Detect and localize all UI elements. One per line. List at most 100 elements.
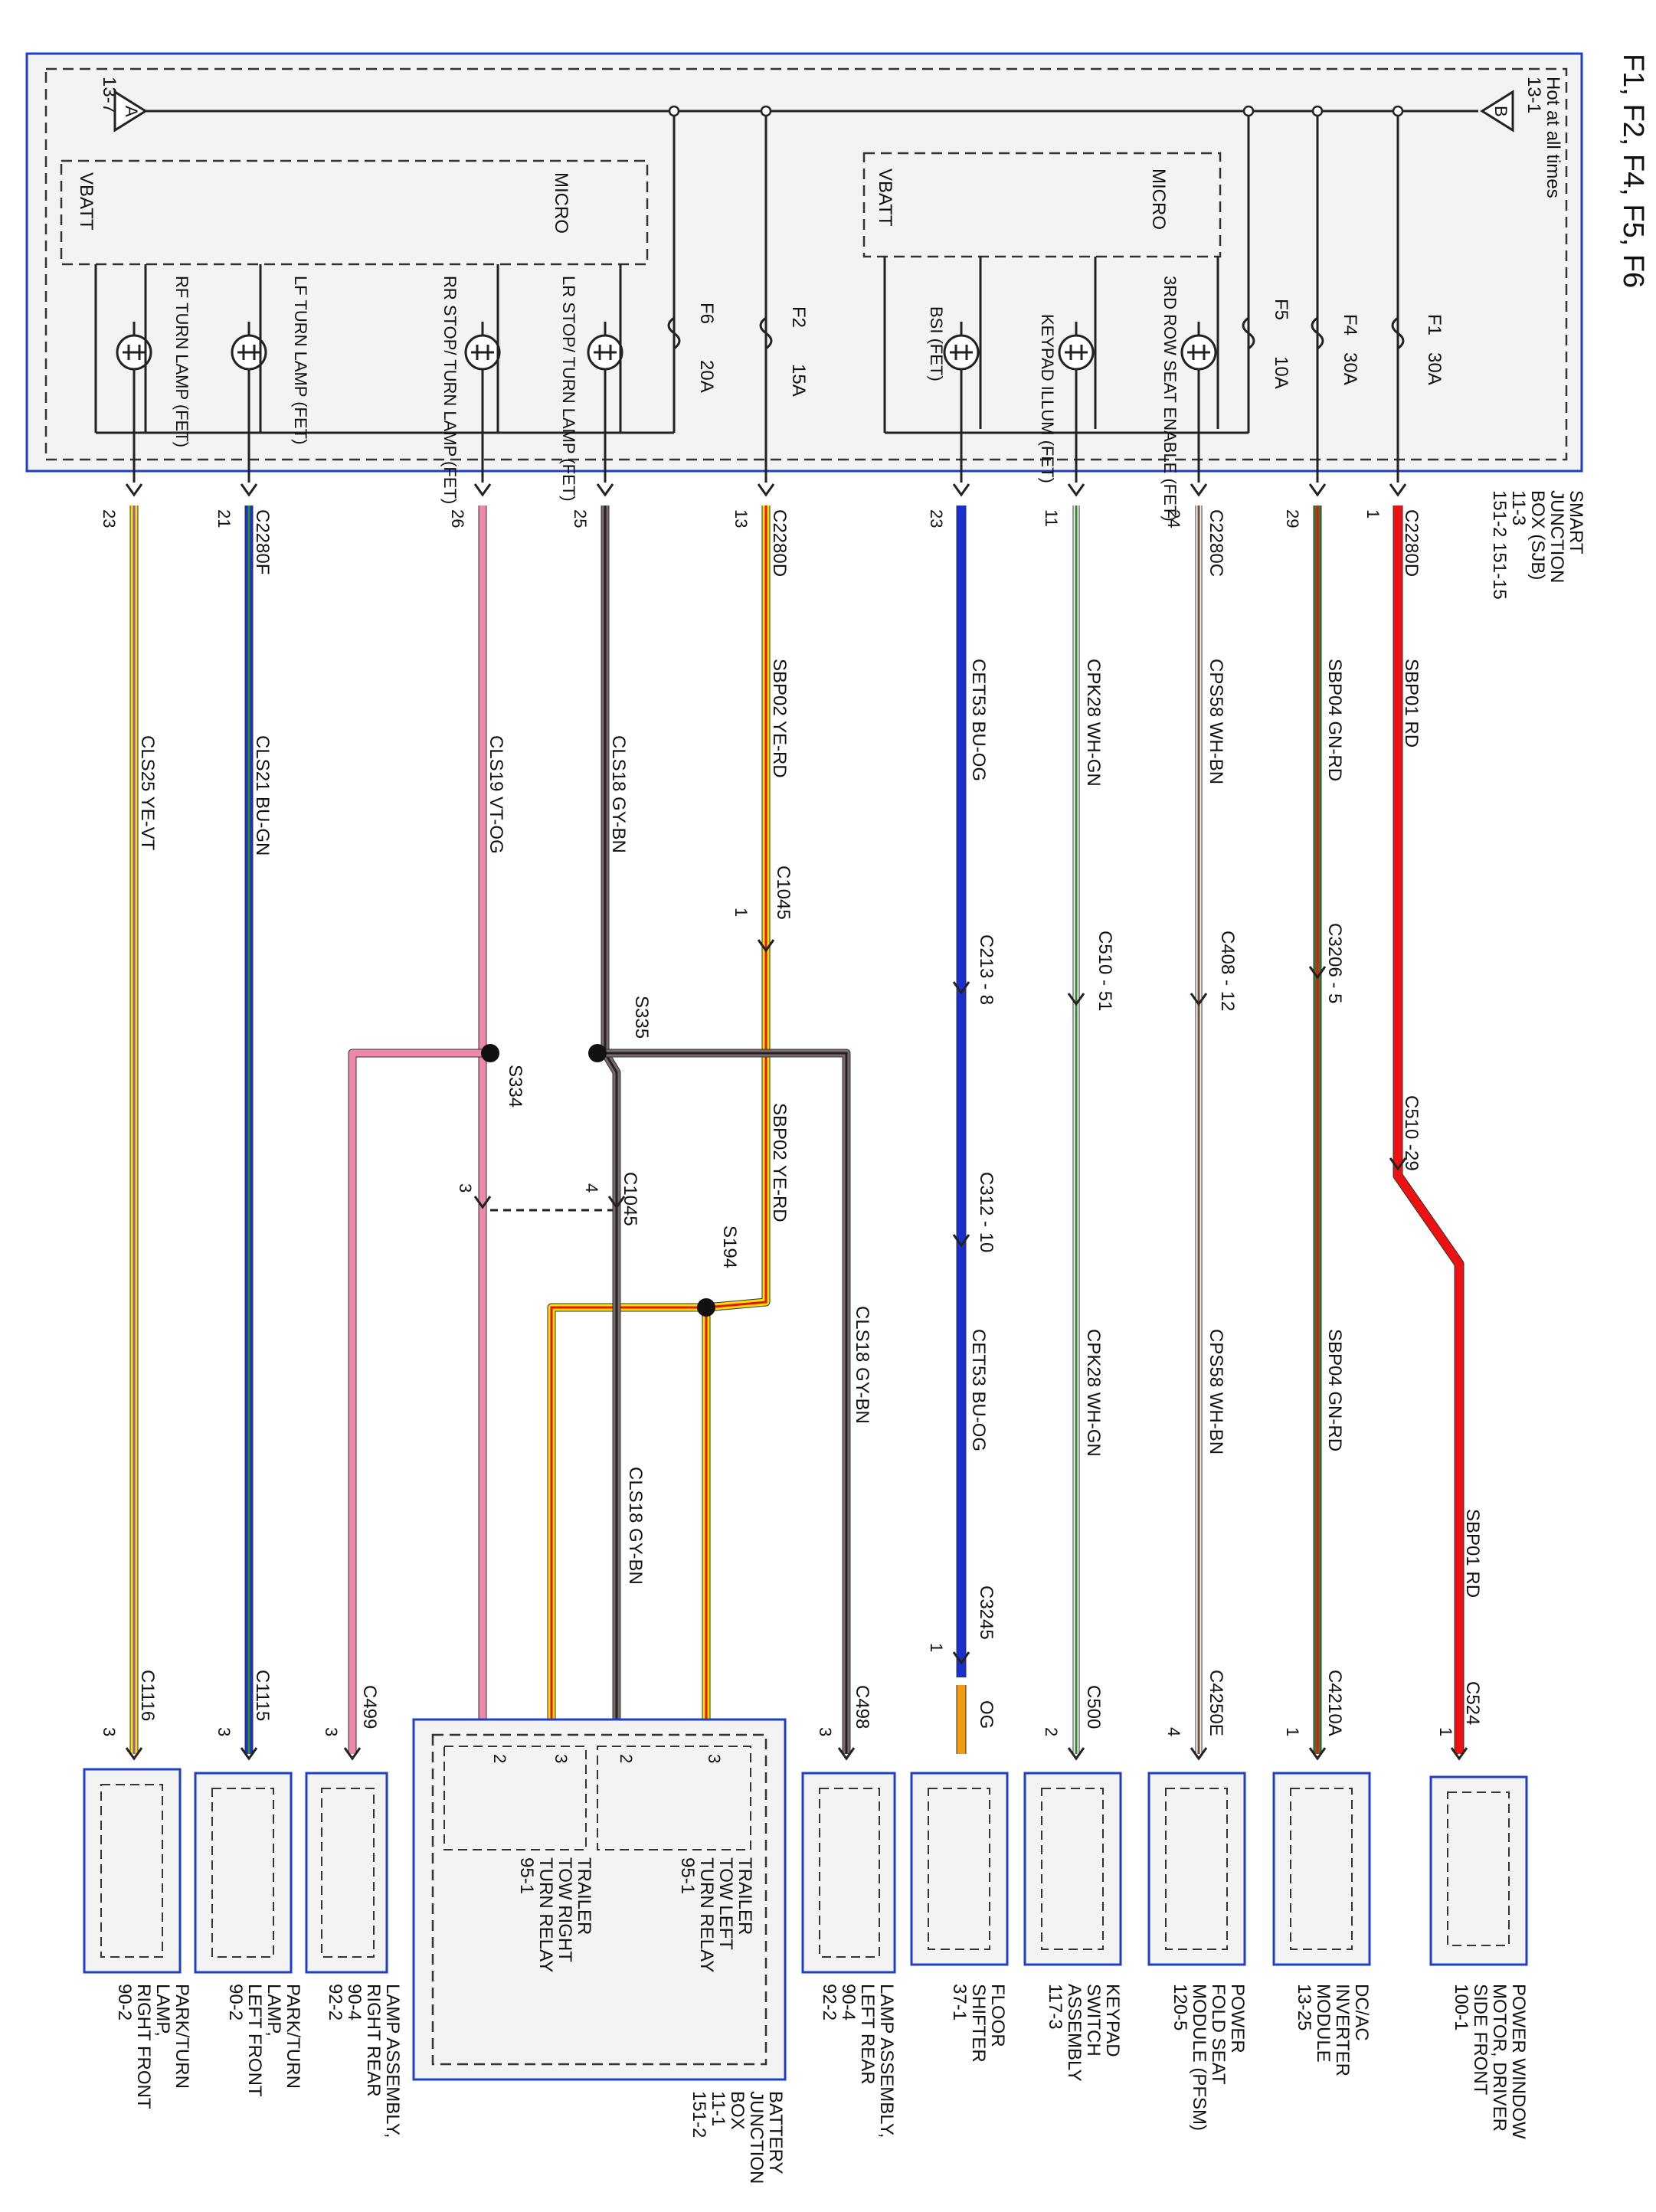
connector-b-triangle <box>1480 90 1514 133</box>
rr-name-1: RIGHT REAR <box>363 1984 384 2097</box>
wire-cps58-arrow-mid <box>1190 993 1208 1006</box>
splice-s335 <box>588 1044 607 1062</box>
fuse-f1-amps: 30A <box>1424 352 1445 385</box>
fet-rr-label: RR STOP/ TURN LAMP (FET) <box>440 276 460 504</box>
fet-lr-label: LR STOP/ TURN LAMP (FET) <box>559 276 578 502</box>
fet-lf-label: LF TURN LAMP (FET) <box>291 276 310 444</box>
svg-text:11-3: 11-3 <box>1508 490 1529 525</box>
wire-cps58-pin: 24 <box>1164 509 1183 528</box>
wire-og-label: OG <box>976 1700 997 1729</box>
wire-cls21-arrow-top <box>240 483 258 497</box>
wire-sbp02-arrow-mid <box>757 939 775 953</box>
wire-cpk28-endpin: 2 <box>1042 1727 1061 1736</box>
fet-wiring <box>133 257 1219 483</box>
kp-name-0: KEYPAD <box>1102 1984 1123 2057</box>
wire-sbp02-inline-pin: 1 <box>731 908 751 917</box>
wire-cps58-arrow-bot <box>1190 1747 1208 1761</box>
wire-sbp02-conn: C2280D <box>769 509 790 577</box>
wire-cls19-arrow-bot <box>343 1747 362 1761</box>
wire-cpk28-circuit: CPK28 WH-GN <box>1083 659 1104 787</box>
wire-sbp02-outline <box>702 506 771 1754</box>
pfsm-name-0: POWER <box>1227 1984 1248 2053</box>
wire-sbp01-pin: 1 <box>1363 509 1383 519</box>
micro-label-left: MICRO <box>551 172 571 234</box>
relay-left-1: TOW LEFT <box>715 1857 736 1950</box>
vbatt-label-right: VBATT <box>875 169 895 227</box>
lr-name-2: 90-4 <box>838 1984 859 2021</box>
wire-sbp04-circuit: SBP04 GN-RD <box>1324 659 1345 781</box>
wire-sbp04-pin: 29 <box>1283 509 1302 528</box>
fuse-symbols <box>667 316 1405 350</box>
wire-sbp04-endconn: C4210A <box>1324 1670 1345 1736</box>
wire-cls25-circuit: CLS25 YE-VT <box>137 735 158 851</box>
fuse-f4-id: F4 <box>1340 314 1360 335</box>
splice-s334-label: S334 <box>505 1065 525 1108</box>
bjb-name-0: BATTERY <box>765 2091 786 2174</box>
wire-sbp01-endconn: C524 <box>1462 1681 1483 1725</box>
wire-cls19-arrow-top <box>473 483 492 497</box>
wire-sbp04-arrow-top <box>1308 483 1327 497</box>
wire-cls18-branch <box>605 1049 850 1754</box>
fet-keypad-label: KEYPAD ILLUM (FET) <box>1038 314 1057 483</box>
wire-cls18-pin: 25 <box>571 509 590 528</box>
wire-cls18-arrow-mid <box>607 1196 626 1209</box>
wire-sbp02 <box>702 506 770 1754</box>
wire-sbp01-arrow-bot <box>1450 1747 1468 1761</box>
wire-cls21-endconn: C1115 <box>252 1670 273 1721</box>
wire-cet53-inline2: C312 - 10 <box>976 1172 997 1252</box>
connector-a-triangle <box>113 90 148 133</box>
wire-cpk28-arrow-top <box>1067 483 1085 497</box>
wire-sbp01-arrow-mid <box>1389 1157 1407 1171</box>
rr-name-3: 92-2 <box>325 1984 345 2021</box>
wire-cls18-circuit: CLS18 GY-BN <box>608 735 629 853</box>
component-floor-shifter <box>910 1772 1009 1966</box>
wire-sbp02-branch-stripe <box>550 1306 706 1754</box>
fuse-f6-amps: 20A <box>696 360 717 393</box>
relay-right-0: TRAILER <box>574 1857 594 1935</box>
relay-right-pin2: 2 <box>490 1754 509 1763</box>
wire-cls21-conn: C2280F <box>252 509 273 574</box>
wire-cls25-endconn: C1116 <box>137 1670 158 1721</box>
rf-name-3: 90-2 <box>114 1984 135 2021</box>
fuse-f5-amps: 10A <box>1271 356 1291 389</box>
vbatt-label-left: VBATT <box>76 172 97 231</box>
wire-cls19-endpin: 3 <box>322 1727 341 1736</box>
relay-left-pin2: 2 <box>617 1754 636 1763</box>
wire-cet53-arrow-3 <box>952 1651 970 1665</box>
wire-cls19-arrow-mid <box>473 1196 492 1209</box>
wire-cls18-stripe <box>604 506 618 1754</box>
wire-cls21-arrow-bot <box>240 1747 258 1761</box>
relay-left-0: TRAILER <box>735 1857 755 1935</box>
relay-right-3: 95-1 <box>516 1857 537 1894</box>
component-power-window <box>1429 1775 1528 1966</box>
wire-sbp02-pin: 13 <box>731 509 751 528</box>
relay-left-2: TURN RELAY <box>696 1857 717 1972</box>
relay-right-1: TOW RIGHT <box>555 1857 575 1962</box>
wire-cps58-endpin: 4 <box>1164 1727 1183 1736</box>
wire-cls25-endpin: 3 <box>100 1727 119 1736</box>
pw-name-2: SIDE FRONT <box>1470 1984 1491 2096</box>
wire-cls19-circuit: CLS19 VT-OG <box>486 735 506 854</box>
rf-name-2: RIGHT FRONT <box>133 1984 154 2109</box>
lr-name-0: LAMP ASSEMBLY, <box>876 1984 897 2138</box>
fuse-f5-id: F5 <box>1271 299 1291 320</box>
connector-b-letter: B <box>1491 106 1510 117</box>
wire-cps58-arrow-top <box>1190 483 1208 497</box>
wire-cpk28-inline: C510 - 51 <box>1095 931 1115 1011</box>
lr-name-3: 92-2 <box>819 1984 839 2021</box>
inv-name-1: INVERTER <box>1332 1984 1353 2076</box>
sjb-frame <box>25 52 1583 473</box>
bjb-name-4: 151-2 <box>689 2091 709 2138</box>
component-park-lamp-left-front <box>194 1772 293 1974</box>
wire-cls21-circuit: CLS21 BU-GN <box>252 735 273 856</box>
wire-cls19-inline-pin: 3 <box>456 1183 475 1193</box>
inv-name-3: 13-25 <box>1294 1984 1314 2030</box>
wire-sbp01-conn: C2280D <box>1401 509 1422 577</box>
relay-left-pin3: 3 <box>705 1754 724 1763</box>
wire-sbp04-circuit2: SBP04 GN-RD <box>1324 1329 1345 1451</box>
rf-name-1: LAMP, <box>152 1984 173 2037</box>
sjb-dashed-inner <box>44 67 1568 461</box>
wire-cls18-circuit2: CLS18 GY-BN <box>625 1467 646 1585</box>
component-pfsm <box>1147 1772 1246 1966</box>
wire-sbp01-endpin: 1 <box>1436 1727 1455 1736</box>
